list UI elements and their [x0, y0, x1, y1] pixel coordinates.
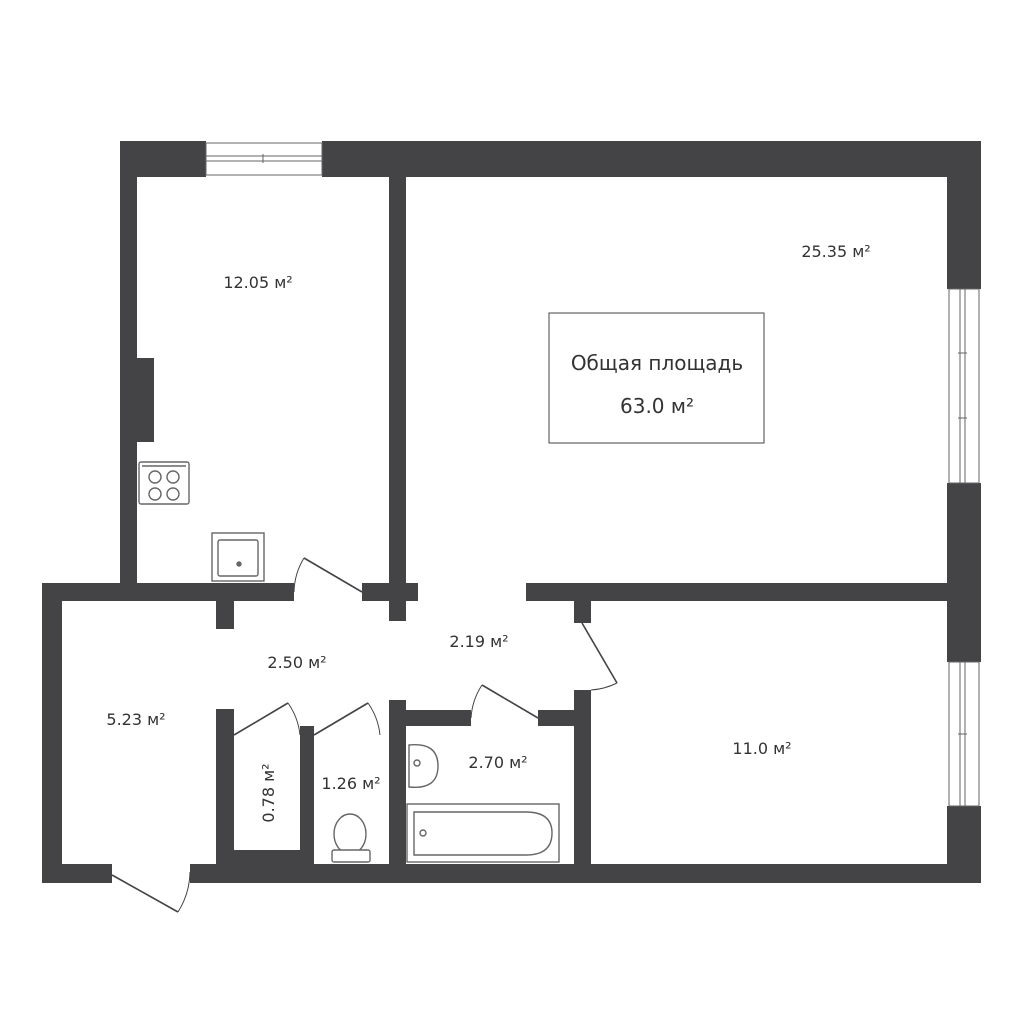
total-area-title: Общая площадь — [571, 351, 743, 375]
room-area-bathroom: 2.70 м² — [468, 753, 527, 772]
wall-left-lower — [42, 583, 62, 883]
room-area-storage: 0.78 м² — [259, 763, 278, 822]
wall-pillar-3 — [574, 601, 591, 623]
wall-top-right — [322, 141, 981, 177]
window-bedroom — [948, 661, 980, 807]
wall-kitchen-living — [389, 177, 406, 601]
doors — [111, 557, 618, 913]
toilet-icon — [331, 813, 371, 863]
room-area-hallway: 2.50 м² — [267, 653, 326, 672]
room-area-corridor: 2.19 м² — [449, 632, 508, 651]
room-area-entry-hall: 5.23 м² — [106, 710, 165, 729]
total-area-value: 63.0 м² — [620, 394, 694, 418]
total-area-box: Общая площадь 63.0 м² — [548, 312, 765, 444]
stove-icon — [138, 461, 190, 505]
wall-hall-left — [216, 709, 234, 883]
wall-storage-right — [300, 726, 314, 883]
window-kitchen — [205, 142, 323, 176]
wall-h-2 — [362, 583, 418, 601]
total-area-frame — [548, 312, 765, 444]
wall-pillar-2 — [389, 601, 406, 621]
door-toilet — [313, 702, 381, 736]
windows — [205, 142, 980, 807]
kitchen-sink-icon — [211, 532, 265, 582]
door-storage — [233, 702, 301, 736]
wall-bottom-left — [42, 864, 112, 883]
room-area-kitchen: 12.05 м² — [223, 273, 292, 292]
wall-right-2 — [947, 483, 981, 662]
room-labels: 12.05 м² 25.35 м² 5.23 м² 2.50 м² 2.19 м… — [106, 242, 870, 823]
wall-pillar-1 — [216, 601, 234, 629]
wall-kitchen-chimney — [137, 358, 154, 442]
room-area-toilet-room: 1.26 м² — [321, 774, 380, 793]
fixtures — [138, 461, 560, 863]
bathtub-icon — [406, 803, 560, 863]
wall-right-1 — [947, 141, 981, 289]
room-area-bedroom: 11.0 м² — [732, 739, 791, 758]
wall-bath-bedroom — [574, 690, 591, 883]
wall-wc-bath — [389, 700, 406, 883]
wall-storage-bottom — [234, 850, 300, 864]
door-kitchen — [293, 557, 363, 593]
wall-bath-top-1 — [389, 710, 471, 726]
bathroom-sink-icon — [408, 743, 439, 789]
walls — [42, 141, 981, 883]
room-area-living-room: 25.35 м² — [801, 242, 870, 261]
door-bedroom — [581, 622, 618, 691]
door-entrance — [111, 871, 191, 913]
wall-h-1 — [42, 583, 294, 601]
window-living — [948, 288, 980, 484]
door-bathroom — [470, 684, 539, 719]
wall-h-3 — [526, 583, 981, 601]
wall-kitchen-left — [120, 141, 137, 601]
